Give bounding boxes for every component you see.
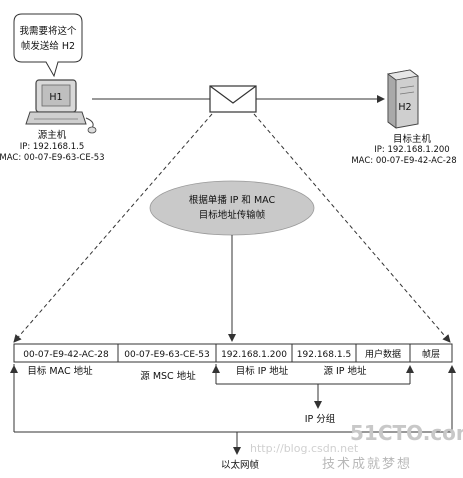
frame-value-src-mac: 00-07-E9-63-CE-53: [124, 350, 209, 360]
dest-host-label: H2: [398, 102, 411, 113]
label-dest-ip: 目标 IP 地址: [236, 365, 289, 377]
source-host-label: H1: [49, 92, 62, 103]
source-host-mac: MAC: 00-07-E9-63-CE-53: [0, 153, 105, 163]
frame-value-dest-ip: 192.168.1.200: [221, 350, 287, 360]
ip-packet-label: IP 分组: [305, 413, 336, 425]
frame-field-frame-layer: [409, 343, 453, 363]
ethernet-frame-label: 以太网帧: [221, 459, 260, 471]
frame-value-user-data: 用户数据: [365, 348, 401, 360]
watermark-logo: 51CTO.com: [350, 421, 463, 445]
watermark-blog: http://blog.csdn.net: [250, 442, 359, 455]
speech-bubble-line1: 我需要将这个: [19, 25, 77, 37]
speech-bubble-line2: 帧发送给 H2: [21, 40, 75, 52]
dest-host-mac: MAC: 00-07-E9-42-AC-28: [351, 156, 456, 166]
note-ellipse: [149, 180, 315, 236]
note-line2: 目标地址传输帧: [199, 209, 266, 221]
envelope-icon: [209, 85, 257, 113]
note-line1: 根据单播 IP 和 MAC: [189, 194, 276, 206]
label-src-mac: 源 MSC 地址: [140, 370, 196, 382]
source-host-ip: IP: 192.168.1.5: [20, 142, 85, 152]
destination-server-icon: H2: [387, 69, 419, 129]
dashed-right-arrow: [253, 113, 451, 343]
dest-host-title: 目标主机: [393, 133, 432, 145]
watermark-slogan: 技术成就梦想: [322, 456, 412, 472]
label-dest-mac: 目标 MAC 地址: [27, 365, 93, 377]
dest-host-ip: IP: 192.168.1.200: [374, 145, 449, 155]
frame-value-dest-mac: 00-07-E9-42-AC-28: [23, 350, 109, 360]
ethernet-frame: 00-07-E9-42-AC-28 00-07-E9-63-CE-53 192.…: [13, 343, 453, 363]
source-host-title: 源主机: [38, 129, 67, 141]
speech-bubble: 我需要将这个 帧发送给 H2: [13, 13, 83, 78]
frame-value-frame-layer: 帧层: [422, 348, 440, 360]
frame-value-src-ip: 192.168.1.5: [297, 350, 351, 360]
label-src-ip: 源 IP 地址: [323, 365, 367, 377]
dashed-left-arrow: [13, 113, 213, 343]
source-computer-icon: H1: [25, 79, 97, 134]
